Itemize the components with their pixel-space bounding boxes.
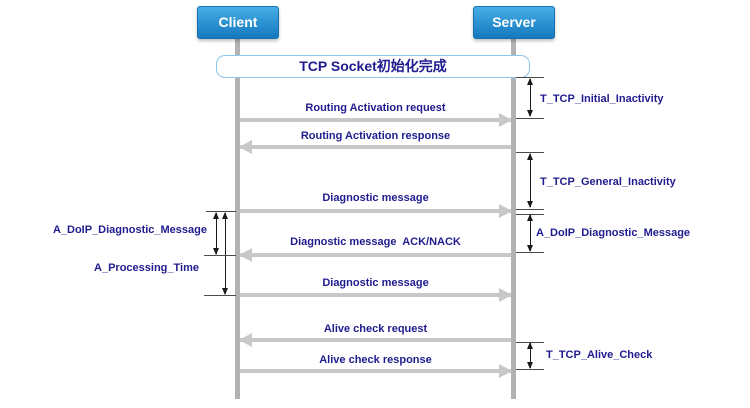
message-label: Alive check request — [323, 323, 428, 335]
tick-mark — [204, 295, 236, 296]
message-label: Alive check response — [319, 354, 432, 366]
lifeline-server — [511, 39, 516, 399]
timer-span-arrow — [527, 214, 533, 252]
message-arrow-left — [239, 333, 511, 347]
timer-label: A_DoIP_Diagnostic_Message — [536, 227, 691, 239]
timer-label: A_Processing_Time — [94, 262, 199, 274]
tick-mark — [516, 252, 544, 253]
lifeline-client — [235, 39, 240, 399]
timer-label: T_TCP_General_Inactivity — [540, 176, 676, 188]
timer-label: T_TCP_Initial_Inactivity — [540, 93, 664, 105]
message-label: Diagnostic message — [322, 192, 429, 204]
message-arrow-right — [240, 364, 512, 378]
timer-span-arrow — [213, 212, 219, 255]
timer-label: A_DoIP_Diagnostic_Message — [52, 224, 207, 236]
tcp-init-note: TCP Socket初始化完成 — [216, 55, 530, 78]
timer-span-arrow — [222, 212, 228, 295]
message-label: Routing Activation request — [305, 102, 446, 114]
message-arrow-right — [240, 113, 512, 127]
message-arrow-right — [240, 288, 512, 302]
tick-mark — [516, 118, 544, 119]
message-arrow-left — [239, 248, 511, 262]
tick-mark — [516, 369, 544, 370]
message-arrow-right — [240, 204, 512, 218]
timer-span-arrow — [527, 342, 533, 369]
message-arrow-left — [239, 140, 511, 154]
message-label: Diagnostic message ACK/NACK — [290, 236, 461, 248]
tick-mark — [516, 152, 544, 153]
actor-box-server: Server — [473, 6, 555, 39]
tick-mark — [206, 211, 236, 212]
tick-mark — [516, 77, 544, 78]
actor-box-client: Client — [197, 6, 279, 39]
tick-mark — [204, 255, 236, 256]
message-label: Diagnostic message — [322, 277, 429, 289]
timer-label: T_TCP_Alive_Check — [546, 349, 653, 361]
timer-span-arrow — [527, 153, 533, 208]
message-label: Routing Activation response — [300, 130, 451, 142]
timer-span-arrow — [527, 78, 533, 117]
tick-mark — [516, 209, 544, 210]
